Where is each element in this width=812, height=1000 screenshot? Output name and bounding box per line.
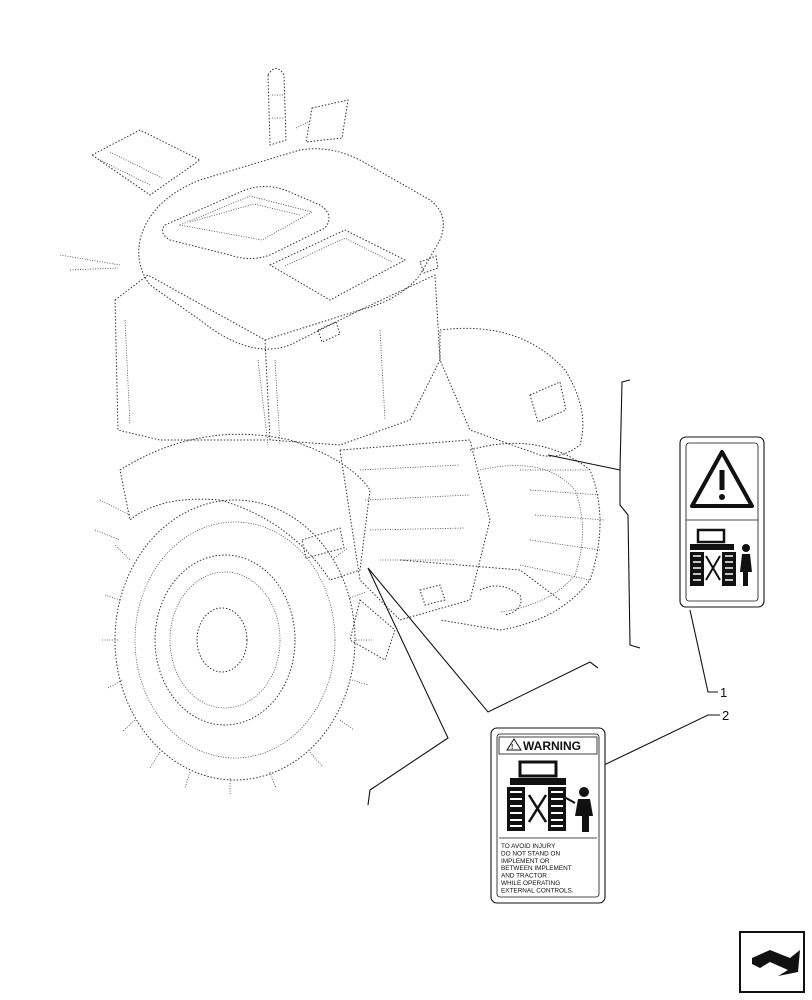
svg-text:!: ! <box>511 744 513 751</box>
decal-2-line-4: BETWEEN IMPLEMENT <box>501 865 572 872</box>
callout-1[interactable]: 1 <box>720 685 727 700</box>
svg-text:TO AVOID INJURY DO NOT S: TO AVOID INJURY DO NOT STAND ON IMPLEMEN… <box>501 843 574 894</box>
next-page-arrow-icon[interactable] <box>739 931 805 993</box>
decal-2-line-3: IMPLEMENT OR <box>501 858 550 865</box>
decal-2-line-6: WHILE OPERATING <box>501 880 560 887</box>
tractor-implement-pictogram <box>507 760 593 832</box>
leader-lines <box>367 379 720 806</box>
callout-2[interactable]: 2 <box>722 708 729 723</box>
warning-triangle-icon <box>690 450 754 508</box>
decal-general-warning <box>679 436 765 608</box>
decal-2-line-1: TO AVOID INJURY <box>501 843 556 850</box>
decal-2-line-7: EXTERNAL CONTROLS. <box>501 887 574 894</box>
decal-2-line-5: AND TRACTOR <box>501 873 547 880</box>
decal-2-line-2: DO NOT STAND ON <box>501 850 560 857</box>
tractor-person-pictogram <box>690 528 752 586</box>
decal-2-header: WARNING <box>523 739 581 753</box>
decal-implement-warning: ! WARNING TO AVOID INJURY DO NOT STAND O… <box>490 727 606 904</box>
tractor-drawing <box>59 68 606 795</box>
